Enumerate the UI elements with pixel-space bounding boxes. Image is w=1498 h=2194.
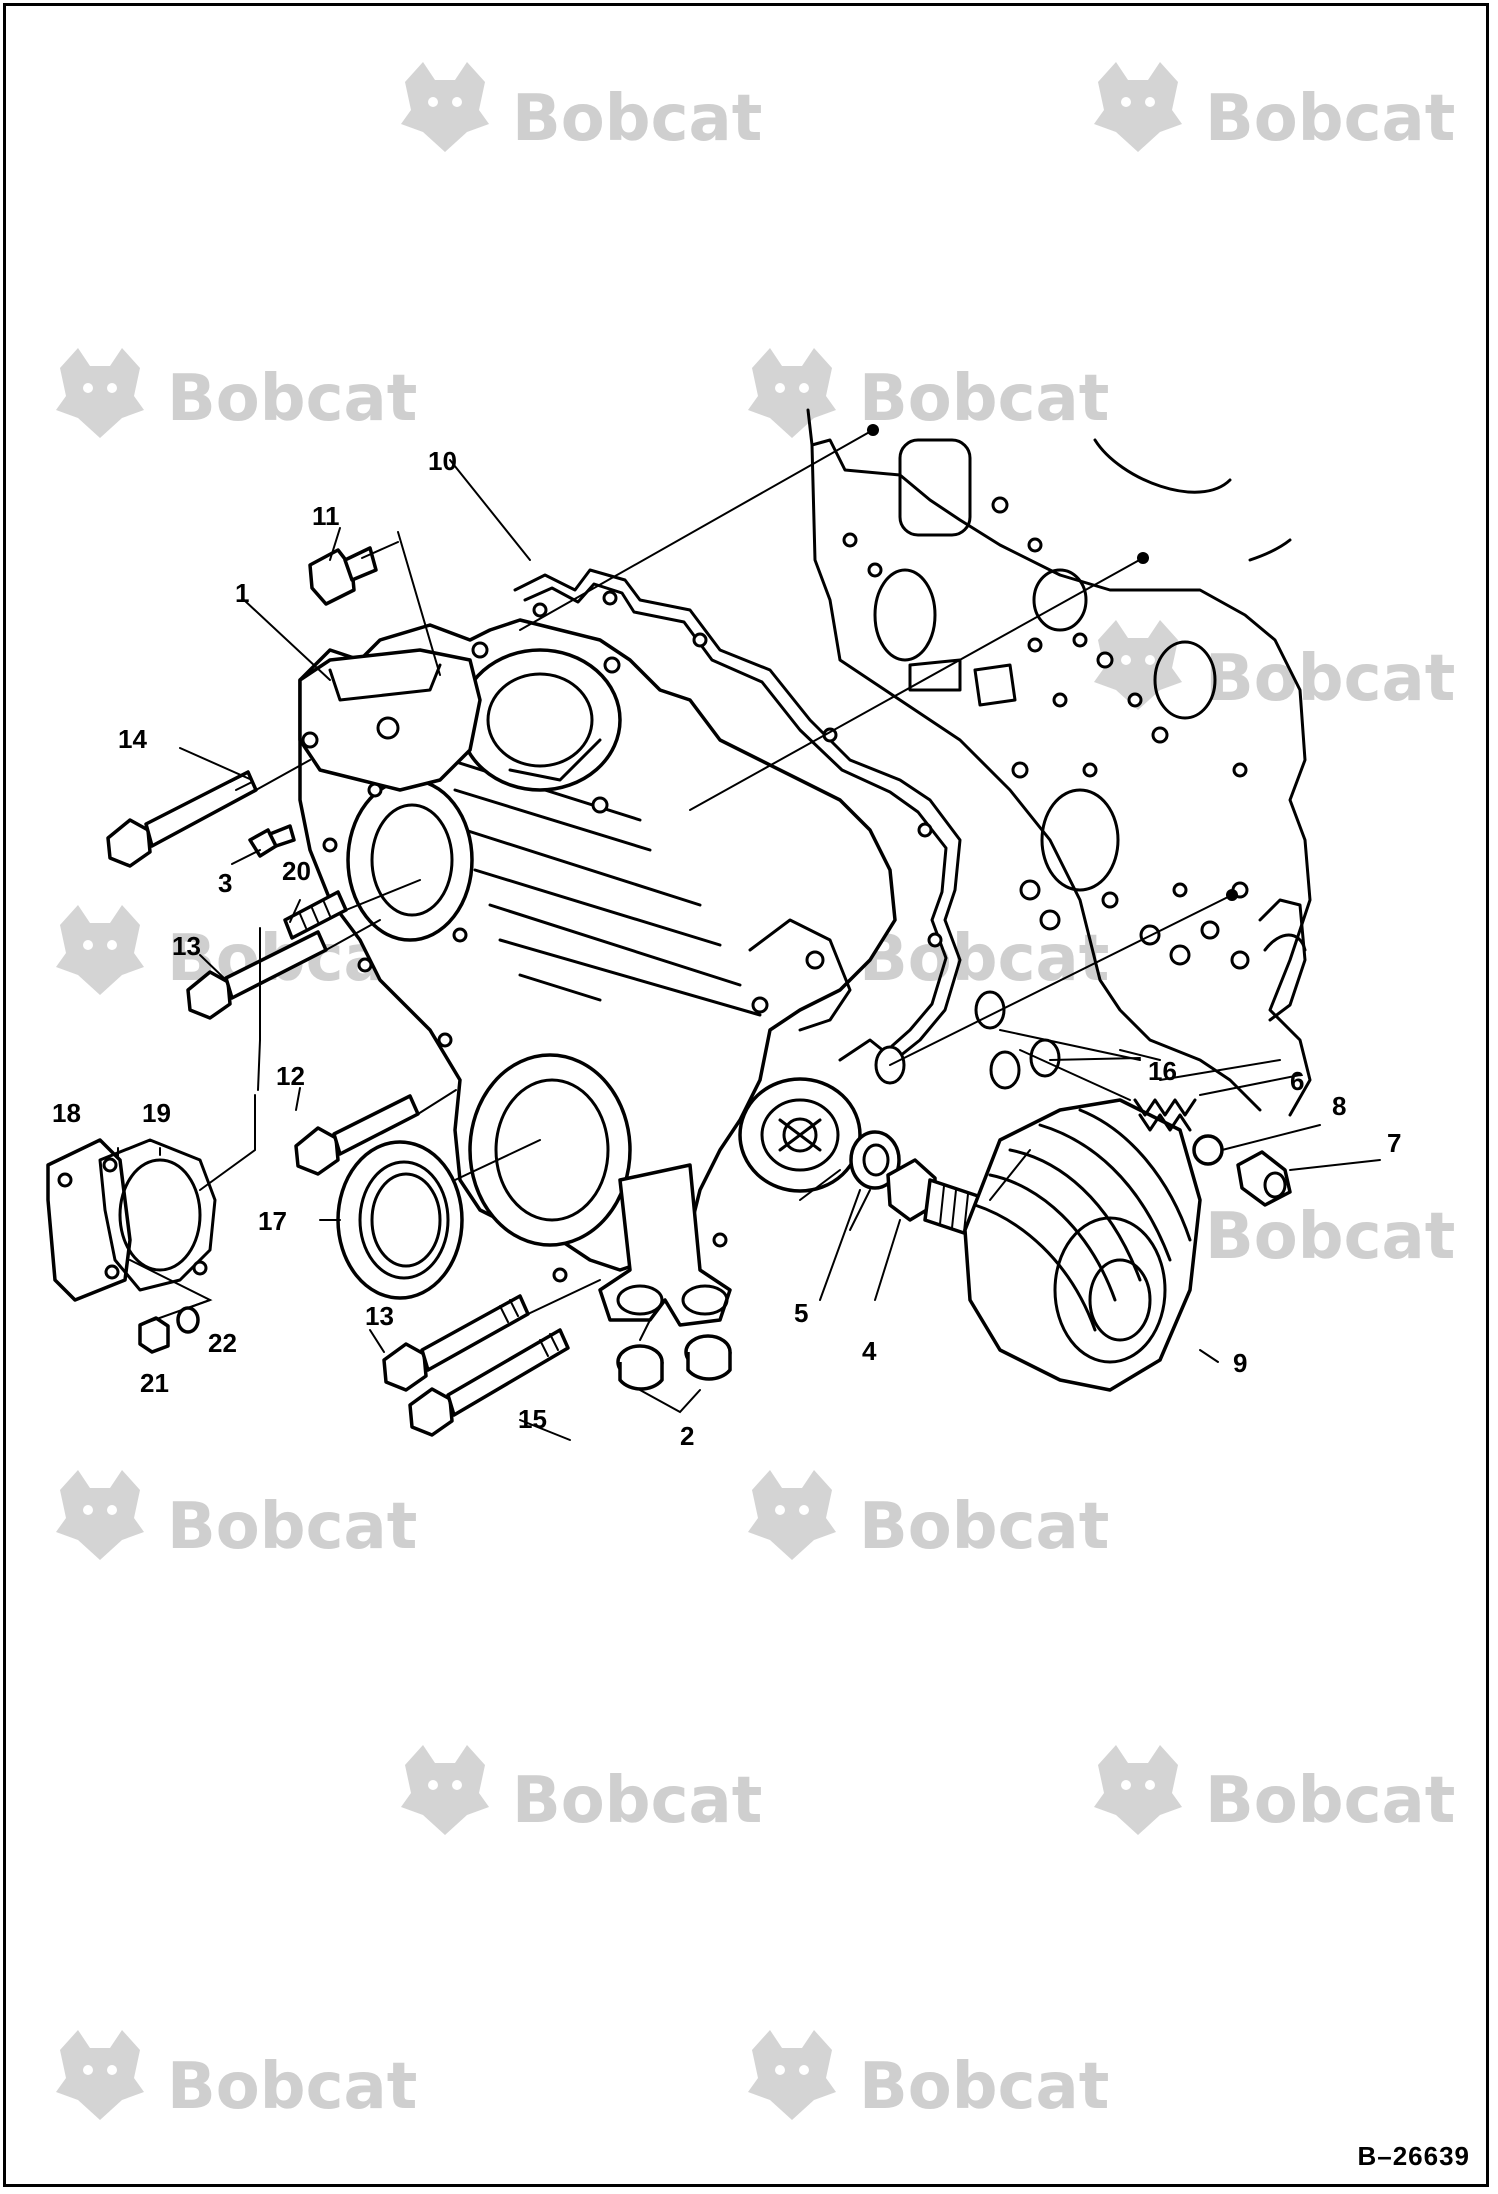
oil-seal-part-17 — [336, 1140, 464, 1300]
oil-filter-part-9 — [963, 1098, 1202, 1392]
watermark-logo-icon — [401, 1745, 489, 1835]
callout-label: 8 — [1332, 1091, 1346, 1121]
callout-label: 1 — [235, 578, 249, 608]
watermark-text: Bobcat — [167, 362, 417, 436]
callout-label: 16 — [1148, 1056, 1177, 1086]
watermark-text: Bobcat — [859, 922, 1109, 996]
callout-label: 13 — [172, 931, 201, 961]
cover-plate-part-18 — [46, 1138, 132, 1302]
watermark-logo-icon — [56, 2030, 144, 2120]
watermark-text: Bobcat — [1205, 1200, 1455, 1274]
gear-case-cover — [298, 618, 897, 1327]
callout-label: 7 — [1387, 1128, 1401, 1158]
watermark-text: Bobcat — [1205, 82, 1455, 156]
watermark-logo-icon — [1094, 1745, 1182, 1835]
callout-label: 9 — [1233, 1348, 1247, 1378]
bolt-part-14 — [106, 770, 258, 868]
watermark-text: Bobcat — [167, 2050, 417, 2124]
o-ring-part-16 — [874, 990, 1061, 1090]
callout-label: 12 — [276, 1061, 305, 1091]
watermark-logo-icon — [748, 1470, 836, 1560]
watermark-logo-icon — [56, 1470, 144, 1560]
callout-label: 13 — [365, 1301, 394, 1331]
watermark-text: Bobcat — [859, 2050, 1109, 2124]
callout-label: 15 — [518, 1404, 547, 1434]
figure-id: B–26639 — [1357, 2141, 1470, 2171]
callout-label: 17 — [258, 1206, 287, 1236]
spring-part-6 — [1133, 1098, 1197, 1132]
callout-label: 10 — [428, 446, 457, 476]
watermark-logo-icon — [401, 62, 489, 152]
fitting-part-4 — [886, 1158, 992, 1242]
watermark-text: Bobcat — [167, 1490, 417, 1564]
engine-block-plate — [806, 408, 1312, 1117]
watermark-logo-icon — [56, 348, 144, 438]
watermark-text: Bobcat — [1205, 642, 1455, 716]
callout-label: 20 — [282, 856, 311, 886]
watermark-text: Bobcat — [512, 1764, 762, 1838]
watermark-layer: Bobcat Bobcat Bobcat Bobcat Bobcat Bobca… — [56, 62, 1455, 2124]
bolt-part-11 — [308, 541, 399, 606]
ball-part-8 — [1192, 1134, 1224, 1166]
watermark-logo-icon — [748, 2030, 836, 2120]
watermark-text: Bobcat — [512, 82, 762, 156]
gasket-part-19 — [98, 1138, 217, 1292]
watermark-text: Bobcat — [859, 1490, 1109, 1564]
diagram-border — [3, 3, 1489, 2187]
callout-label: 21 — [140, 1368, 169, 1398]
callout-label: 3 — [218, 868, 232, 898]
watermark-text: Bobcat — [1205, 1764, 1455, 1838]
callout-labels: 1 2 3 4 5 6 7 8 9 10 11 12 13 13 14 15 1… — [52, 446, 1401, 1451]
plug-part-7 — [1236, 1150, 1292, 1207]
callout-label: 6 — [1290, 1066, 1304, 1096]
callout-label: 14 — [118, 724, 147, 754]
washer-part-22 — [176, 1306, 200, 1334]
callout-label: 11 — [312, 501, 340, 531]
callout-label: 22 — [208, 1328, 237, 1358]
nut-part-21 — [138, 1316, 170, 1354]
callout-label: 19 — [142, 1098, 171, 1128]
watermark-logo-icon — [748, 348, 836, 438]
plug-part-2 — [616, 1334, 732, 1391]
bolt-part-15 — [408, 1328, 570, 1437]
callout-label: 18 — [52, 1098, 81, 1128]
watermark-text: Bobcat — [859, 362, 1109, 436]
leader-lines — [117, 429, 1381, 1441]
callout-label: 2 — [680, 1421, 694, 1451]
housing-part-1 — [298, 648, 482, 792]
watermark-logo-icon — [56, 905, 144, 995]
watermark-logo-icon — [1094, 62, 1182, 152]
callout-label: 4 — [862, 1336, 877, 1366]
bolt-part-13-lower — [382, 1294, 530, 1392]
callout-label: 5 — [794, 1298, 808, 1328]
gasket-part-10 — [513, 568, 962, 1062]
